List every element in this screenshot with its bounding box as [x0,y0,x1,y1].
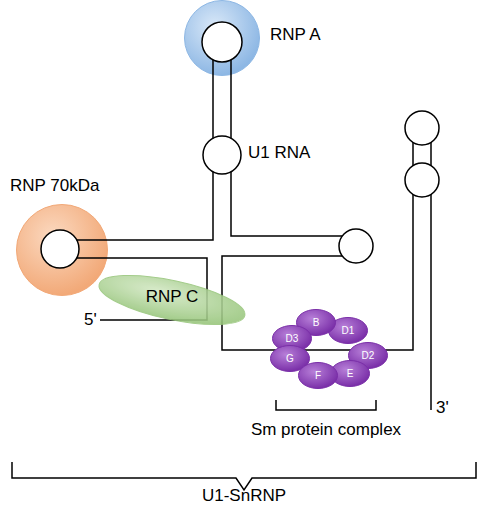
rna-line [231,50,345,236]
node-shape [16,204,108,296]
text-label: U1 RNA [248,143,310,163]
stem-loop [405,111,439,145]
rna-line [222,120,413,350]
node-outline [299,363,338,389]
node-label: RNP A [270,25,321,45]
sm-protein: F [298,362,338,389]
node-outline [331,361,370,387]
node-outline [185,1,260,76]
node-shape [184,0,260,76]
node-label: RNP 70kDa [10,176,99,196]
text-label: U1-SnRNP [144,486,344,506]
protein-blob: RNP A [184,0,260,76]
node-outline [329,318,368,344]
node-label: RNP C [97,276,247,316]
bracket [12,462,476,490]
stem-loop [339,229,373,263]
node-label: F [298,362,338,389]
text-label: 5' [84,310,97,330]
node-outline [95,265,249,334]
rna-lines [12,50,476,490]
internal-loop [203,136,241,174]
node-outline [17,205,108,296]
bracket [276,400,376,410]
text-label: Sm protein complex [226,420,426,440]
rna-line [75,50,213,240]
protein-blob: RNP C [97,280,247,320]
internal-loop [405,163,439,197]
protein-blob: RNP 70kDa [16,204,108,296]
text-label: 3' [436,398,449,418]
rna-line [430,120,432,410]
